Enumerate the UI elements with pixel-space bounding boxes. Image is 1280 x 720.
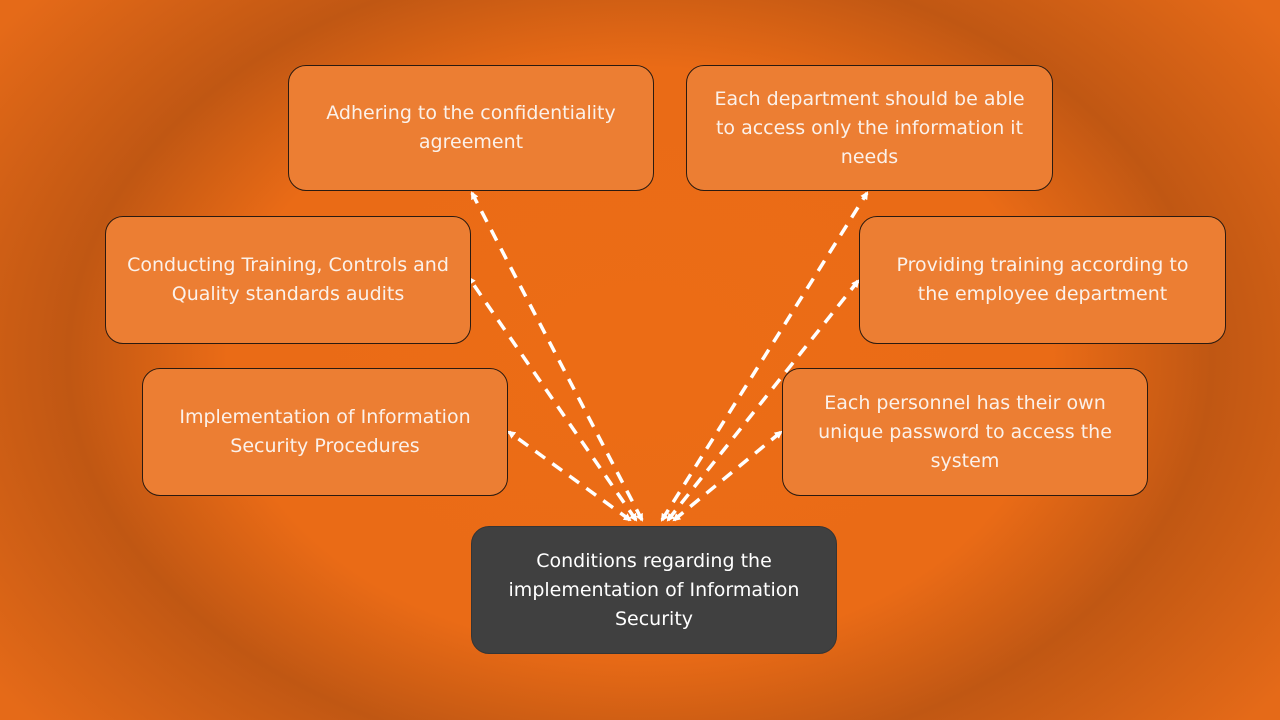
node-label: Each department should be able to access… <box>714 87 1025 168</box>
node-label: Implementation of Information Security P… <box>179 406 471 457</box>
node-unique-password: Each personnel has their own unique pass… <box>782 368 1148 496</box>
node-label: Adhering to the confidentiality agreemen… <box>326 102 616 153</box>
node-department-training: Providing training according to the empl… <box>859 216 1226 344</box>
node-confidentiality: Adhering to the confidentiality agreemen… <box>288 65 654 191</box>
node-department-access: Each department should be able to access… <box>686 65 1053 191</box>
node-label: Providing training according to the empl… <box>896 254 1189 305</box>
node-label: Conducting Training, Controls and Qualit… <box>127 254 449 305</box>
center-node: Conditions regarding the implementation … <box>471 526 837 654</box>
center-label: Conditions regarding the implementation … <box>508 549 800 630</box>
node-security-procedures: Implementation of Information Security P… <box>142 368 508 496</box>
node-label: Each personnel has their own unique pass… <box>818 391 1112 472</box>
connector-security-procedures <box>507 430 632 522</box>
connector-unique-password <box>672 430 783 522</box>
node-training-audits: Conducting Training, Controls and Qualit… <box>105 216 471 344</box>
